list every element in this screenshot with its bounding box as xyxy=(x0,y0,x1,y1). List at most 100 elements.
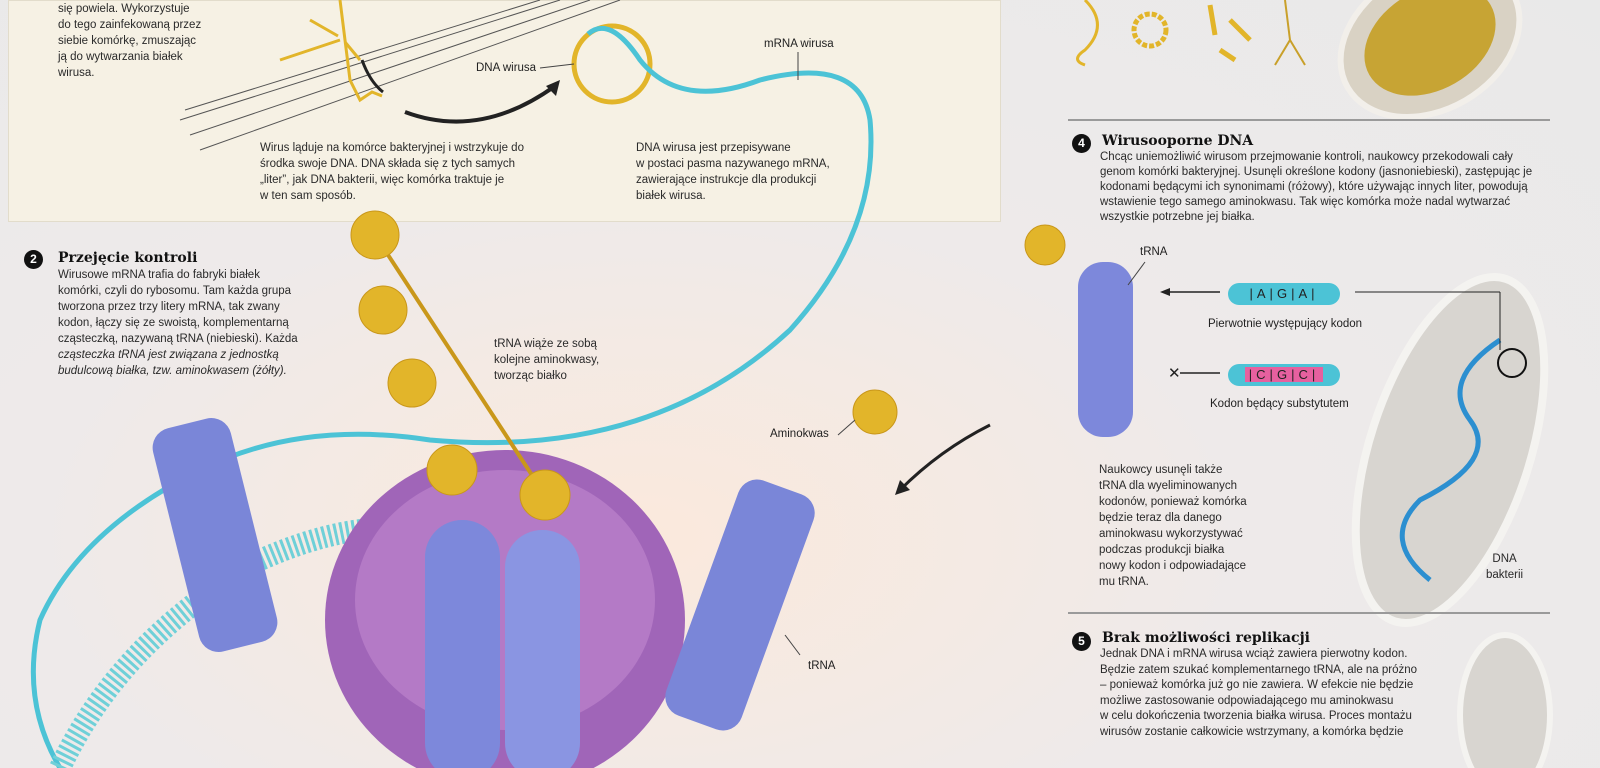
text-line: Wirus ląduje na komórce bakteryjnej i ws… xyxy=(260,142,524,154)
text-line: w celu dokończenia tworzenia białka wiru… xyxy=(1100,710,1412,722)
text-line: Jednak DNA i mRNA wirusa wciąż zawiera p… xyxy=(1100,648,1408,660)
text-line: aminokwasu wykorzystywać xyxy=(1099,528,1243,540)
step1-text: się powiela. Wykorzystuje do tego zainfek… xyxy=(58,1,201,81)
leader-line xyxy=(539,63,575,69)
text-line: komórki, czyli do rybosomu. Tam każda gr… xyxy=(58,285,292,297)
step5-title: Brak możliwości replikacji xyxy=(1102,630,1310,646)
trna-molecule xyxy=(505,530,580,768)
text-line: DNA xyxy=(1492,553,1517,565)
mrna-strand xyxy=(30,25,874,768)
codon-letter: A xyxy=(1298,286,1312,301)
trna-molecule xyxy=(665,479,815,731)
text-line: Będzie zatem szukać komplementarnego tRN… xyxy=(1100,663,1418,676)
trna-molecule xyxy=(152,417,278,653)
viral-dna-ring xyxy=(571,23,653,105)
text-line: Naukowcy usunęli także xyxy=(1099,464,1223,476)
text-line: wirusa. xyxy=(58,67,95,79)
text-line: zawierające instrukcje dla produkcji xyxy=(636,174,817,186)
text-line: bakterii xyxy=(1486,569,1524,581)
step2-title: Przejęcie kontroli xyxy=(58,250,198,266)
blocked-x-icon: ✕ xyxy=(1168,365,1181,382)
label-mrna-wirusa: mRNA wirusa xyxy=(764,38,834,50)
text-line: mu tRNA. xyxy=(1099,576,1149,588)
label-trna: tRNA xyxy=(808,660,836,672)
text-line: genom komórki bakteryjnej. Usunęli okreś… xyxy=(1100,166,1533,178)
text-line: podczas produkcji białka xyxy=(1099,544,1225,556)
leader-line xyxy=(837,419,856,436)
codon-letter: G xyxy=(1276,286,1292,301)
step2-text: Wirusowe mRNA trafia do fabryki białek ko… xyxy=(58,267,298,379)
leader-line xyxy=(1127,261,1146,286)
arrow-icon xyxy=(898,423,991,492)
text-line: w postaci pasma nazywanego mRNA, xyxy=(636,158,830,170)
caption-inject: Wirus ląduje na komórce bakteryjnej i ws… xyxy=(260,140,524,204)
text-line: do tego zainfekowaną przez xyxy=(58,19,202,31)
caption-transcribe: DNA wirusa jest przepisywane w postaci pa… xyxy=(636,140,830,204)
text-line: DNA wirusa jest przepisywane xyxy=(636,142,791,154)
amino-acid-chain xyxy=(350,210,1066,521)
arrowhead-icon xyxy=(895,480,910,495)
text-line: siebie komórkę, zmuszając xyxy=(58,35,197,47)
text-line: białek wirusa. xyxy=(636,190,706,202)
text-line: tRNA dla wyeliminowanych xyxy=(1099,480,1238,492)
zoom-circle xyxy=(1497,348,1527,378)
arrow-icon xyxy=(360,59,384,94)
text-line: Wirusowe mRNA trafia do fabryki białek xyxy=(58,269,260,281)
label-trna: tRNA xyxy=(1140,246,1168,258)
text-line: „liter”, jak DNA bakterii, więc komórka … xyxy=(260,174,505,186)
divider xyxy=(1068,612,1550,614)
text-line: kodonami będącymi ich synonimami (różowy… xyxy=(1100,181,1528,193)
text-line: wirusów zostanie całkowicie wstrzymany, … xyxy=(1100,725,1404,738)
text-line: wszystkie potrzebne jej białka. xyxy=(1100,211,1255,223)
text-line: się powiela. Wykorzystuje xyxy=(58,3,190,15)
divider xyxy=(1068,119,1550,121)
replication-sequence-icon xyxy=(1076,0,1523,121)
text-line: kodonów, ponieważ komórka xyxy=(1099,496,1247,508)
step5-text: Jednak DNA i mRNA wirusa wciąż zawiera p… xyxy=(1100,647,1417,740)
bacterium xyxy=(1457,632,1553,768)
bacterial-dna xyxy=(1399,337,1502,582)
text-line: nowy kodon i odpowiadające xyxy=(1099,560,1247,572)
text-line: cząsteczką, nazywaną tRNA (niebieski). K… xyxy=(58,333,298,345)
text-line: tworząc białko xyxy=(494,370,567,382)
trna-molecule xyxy=(425,520,500,768)
arrowhead-icon xyxy=(546,80,560,96)
text-line: środka swoje DNA. DNA składa się z tych … xyxy=(260,158,516,170)
text-line: kodon, łączy się ze swoistą, komplementa… xyxy=(58,317,289,329)
bacterium xyxy=(1351,273,1549,627)
label-codon-substitute: Kodon będący substytutem xyxy=(1210,398,1349,410)
arrow-icon xyxy=(404,84,557,124)
codon-letter: G xyxy=(1276,367,1292,382)
text-line: tRNA wiąże ze sobą xyxy=(494,338,597,350)
step-number-badge: 5 xyxy=(1072,632,1091,651)
arrowhead-icon xyxy=(1160,288,1170,296)
text-line: budulcową białka, tzw. aminokwasem (żółt… xyxy=(58,365,287,377)
trna-note: tRNA wiąże ze sobą kolejne aminokwasy, two… xyxy=(494,336,599,384)
codon-letter: C xyxy=(1298,367,1312,382)
label-aminokwas: Aminokwas xyxy=(770,428,829,440)
step-number-badge: 4 xyxy=(1072,134,1091,153)
text-line: w ten sam sposób. xyxy=(260,190,356,202)
codon-letter: C xyxy=(1256,367,1270,382)
text-line: będzie teraz dla danego xyxy=(1099,512,1222,524)
text-line: możliwe zastosowanie odpowiadającego mu … xyxy=(1100,694,1394,707)
text-line: – ponieważ komórka już go nie zawiera. W… xyxy=(1100,679,1414,691)
leader-line xyxy=(784,634,801,656)
label-dna-bakterii: DNA bakterii xyxy=(1486,551,1523,583)
substitute-letters: |C|G|C| xyxy=(1244,367,1324,382)
codon-original: |A|G|A| xyxy=(1228,283,1340,305)
text-line: tworzona przez trzy litery mRNA, tak zwa… xyxy=(58,301,280,313)
text-line: wstawienie tego samego aminokwasu. Tak w… xyxy=(1100,196,1511,208)
step-number-badge: 2 xyxy=(24,250,43,269)
step4-note: Naukowcy usunęli także tRNA dla wyelimino… xyxy=(1099,462,1247,590)
cell-membrane xyxy=(179,0,621,151)
text-line: kolejne aminokwasy, xyxy=(494,354,600,366)
codon-letter: A xyxy=(1256,286,1270,301)
text-line: cząsteczka tRNA jest związana z jednostk… xyxy=(58,349,279,361)
step4-text: Chcąc uniemożliwić wirusom przejmowanie … xyxy=(1100,150,1532,225)
label-dna-wirusa: DNA wirusa xyxy=(476,62,537,74)
text-line: Chcąc uniemożliwić wirusom przejmowanie … xyxy=(1100,151,1513,163)
phage-icon xyxy=(279,0,383,103)
codon-substitute: |C|G|C| xyxy=(1228,364,1340,386)
